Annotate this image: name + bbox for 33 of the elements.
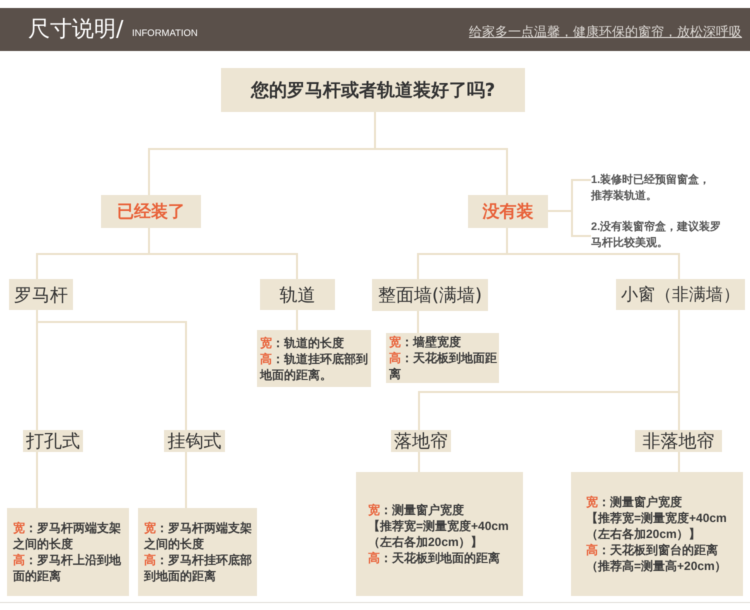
connector-line: [417, 311, 419, 333]
measurement-box: 宽：罗马杆两端支架之间的长度 高：罗马杆挂环底部到地面的距离: [138, 508, 257, 596]
choice-box: 已经装了: [101, 195, 201, 228]
category-box: 非落地帘: [635, 430, 722, 452]
measurement-box: 宽：墙壁宽度 高：天花板到地面距离: [386, 333, 499, 383]
connector-line: [678, 452, 680, 472]
category-box: 落地帘: [391, 430, 451, 452]
measurement-box: 宽：测量窗户宽度 【推荐宽=测量宽度+40cm（左右各加20cm）】 高：天花板到地面的距离: [356, 472, 523, 596]
category-box: 轨道: [260, 279, 335, 310]
category-box: 挂钩式: [164, 430, 225, 452]
category-box: 整面墙(满墙): [372, 279, 488, 311]
category-box: 打孔式: [23, 430, 83, 452]
subtitle-text: INFORMATION: [132, 27, 198, 41]
measurement-box: 宽：罗马杆两端支架之间的长度 高：罗马杆上沿到地面的距离: [7, 508, 129, 596]
page-title: 尺寸说明/: [28, 16, 124, 44]
note-text: 1.装修时已经预留窗盒，推荐装轨道。: [591, 172, 717, 204]
measurement-box: 宽：测量窗户宽度 【推荐宽=测量宽度+40cm（左右各加20cm）】 高：天花板到窗台的距离 （推荐高=测量高+20cm）: [571, 472, 743, 596]
connector-line: [185, 452, 187, 508]
choice-box: 没有装: [468, 195, 548, 228]
note-text: 2.没有装窗帘盒，建议装罗马杆比较美观。: [591, 219, 729, 251]
connector-line: [374, 112, 508, 195]
category-box: 小窗（非满墙）: [616, 279, 745, 310]
connector-line: [548, 210, 591, 237]
connector-line: [148, 228, 298, 279]
category-box: 罗马杆: [9, 279, 73, 310]
connector-line: [506, 228, 680, 279]
connector-line: [418, 452, 420, 472]
connector-line: [36, 452, 38, 508]
connector-line: [36, 310, 187, 430]
slogan-text: 给家多一点温馨，健康环保的窗帘，放松深呼吸: [469, 24, 742, 42]
connector-line: [296, 310, 298, 330]
question-box: 您的罗马杆或者轨道装好了吗?: [221, 68, 525, 112]
measurement-box: 宽：轨道的长度 高：轨道挂环底部到地面的距离。: [257, 330, 371, 387]
